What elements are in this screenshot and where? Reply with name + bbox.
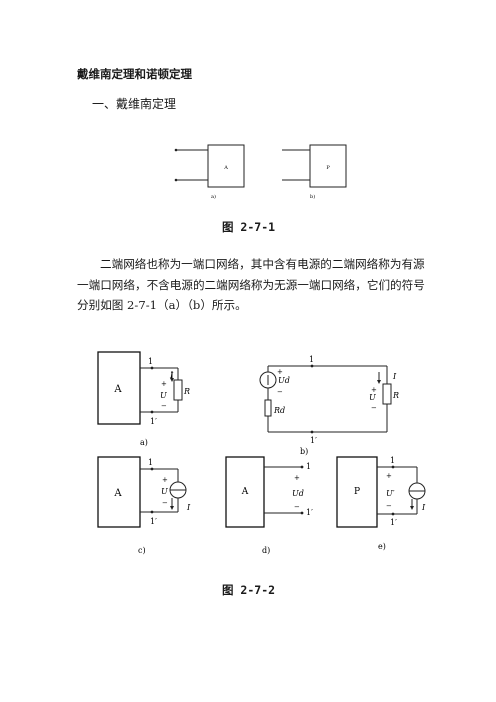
voltage-label: U′ <box>386 489 395 498</box>
current-arrow <box>170 506 174 510</box>
source-minus: − <box>277 388 283 396</box>
resistor-label: R <box>392 391 399 400</box>
plus-sign: + <box>161 380 167 388</box>
minus-sign: − <box>162 499 168 507</box>
minus-sign: − <box>371 404 377 412</box>
figure-2-7-2-b: 1 1′ + Ud − Rd I + U − R b) <box>259 355 399 456</box>
box-label: A <box>113 384 122 395</box>
paragraph-text: 二端网络也称为一端口网络，其中含有电源的二端网络称为有源一端口网络，不含电源的二… <box>77 257 425 312</box>
figure-2-7-2: A 1 1′ I + U − R a) 1 1′ + Ud − Rd <box>97 351 426 555</box>
terminal-bottom: 1′ <box>306 508 313 517</box>
network-box <box>97 456 141 528</box>
current-arrow <box>410 506 414 510</box>
sub-label: a) <box>211 193 216 200</box>
voltage-label: U <box>161 487 168 496</box>
network-box <box>336 456 378 528</box>
voltage-label: Ud <box>292 489 304 498</box>
terminal-top: 1 <box>390 456 395 465</box>
sub-label: a) <box>140 438 148 447</box>
resistor <box>382 383 392 405</box>
figure-2-7-1-b: P b) <box>282 144 347 200</box>
sub-label: b) <box>300 447 308 456</box>
figure-2-7-2-e: P 1 1′ + U′ − I e) <box>336 456 426 551</box>
page-title: 戴维南定理和诺顿定理 <box>77 67 192 81</box>
box-label: P <box>354 487 360 497</box>
body-paragraph: 二端网络也称为一端口网络，其中含有电源的二端网络称为有源一端口网络，不含电源的二… <box>77 254 427 316</box>
figure-2-7-2-a: A 1 1′ I + U − R a) <box>97 351 190 447</box>
sub-label: b) <box>310 193 315 200</box>
resistor <box>173 379 183 401</box>
box-label: A <box>113 488 122 499</box>
current-label: I <box>421 503 426 512</box>
voltage-label: U <box>160 391 167 400</box>
network-box <box>207 144 245 188</box>
figure-caption-2: 图 2-7-2 <box>222 583 276 597</box>
voltage-label: U <box>369 393 376 402</box>
source-label: Ud <box>278 376 290 385</box>
terminal-top: 1 <box>148 458 153 467</box>
current-label: I <box>392 372 397 381</box>
current-label: I <box>169 371 174 380</box>
source-plus: + <box>277 368 283 376</box>
network-box <box>309 144 347 188</box>
figure-2-7-1-a: A a) <box>174 144 245 200</box>
sub-label: e) <box>378 542 386 551</box>
plus-sign: + <box>386 472 392 480</box>
minus-sign: − <box>386 502 392 510</box>
terminal-top: 1 <box>309 355 314 364</box>
terminal-top: 1 <box>306 462 311 471</box>
figure-caption-1: 图 2-7-1 <box>222 220 276 234</box>
terminal-bottom: 1′ <box>150 417 157 426</box>
figure-2-7-2-d: A 1 1′ + Ud − d) <box>225 456 313 555</box>
current-arrow <box>170 378 174 382</box>
minus-sign: − <box>294 503 300 511</box>
figure-2-7-2-c: A 1 1′ + U − I c) <box>97 456 191 555</box>
terminal-top: 1 <box>148 357 153 366</box>
network-box <box>97 351 141 425</box>
figure-2-7-1: A a) P b) <box>174 144 347 200</box>
section-heading: 一、戴维南定理 <box>92 97 177 111</box>
box-label: P <box>326 165 330 171</box>
internal-resistor <box>264 399 272 417</box>
sub-label: c) <box>138 546 146 555</box>
terminal-bottom: 1′ <box>310 436 317 445</box>
sub-label: d) <box>262 546 270 555</box>
terminal-bottom: 1′ <box>150 517 157 526</box>
resistor-label: R <box>183 387 190 396</box>
current-label: I <box>186 503 191 512</box>
internal-resistor-label: Rd <box>273 406 285 415</box>
minus-sign: − <box>161 402 167 410</box>
terminal-bottom: 1′ <box>390 518 397 527</box>
plus-sign: + <box>162 476 168 484</box>
network-box <box>225 456 265 528</box>
box-label: A <box>241 487 249 497</box>
plus-sign: + <box>371 386 377 394</box>
current-arrow <box>377 380 381 384</box>
plus-sign: + <box>294 474 300 482</box>
box-label: A <box>223 165 228 171</box>
